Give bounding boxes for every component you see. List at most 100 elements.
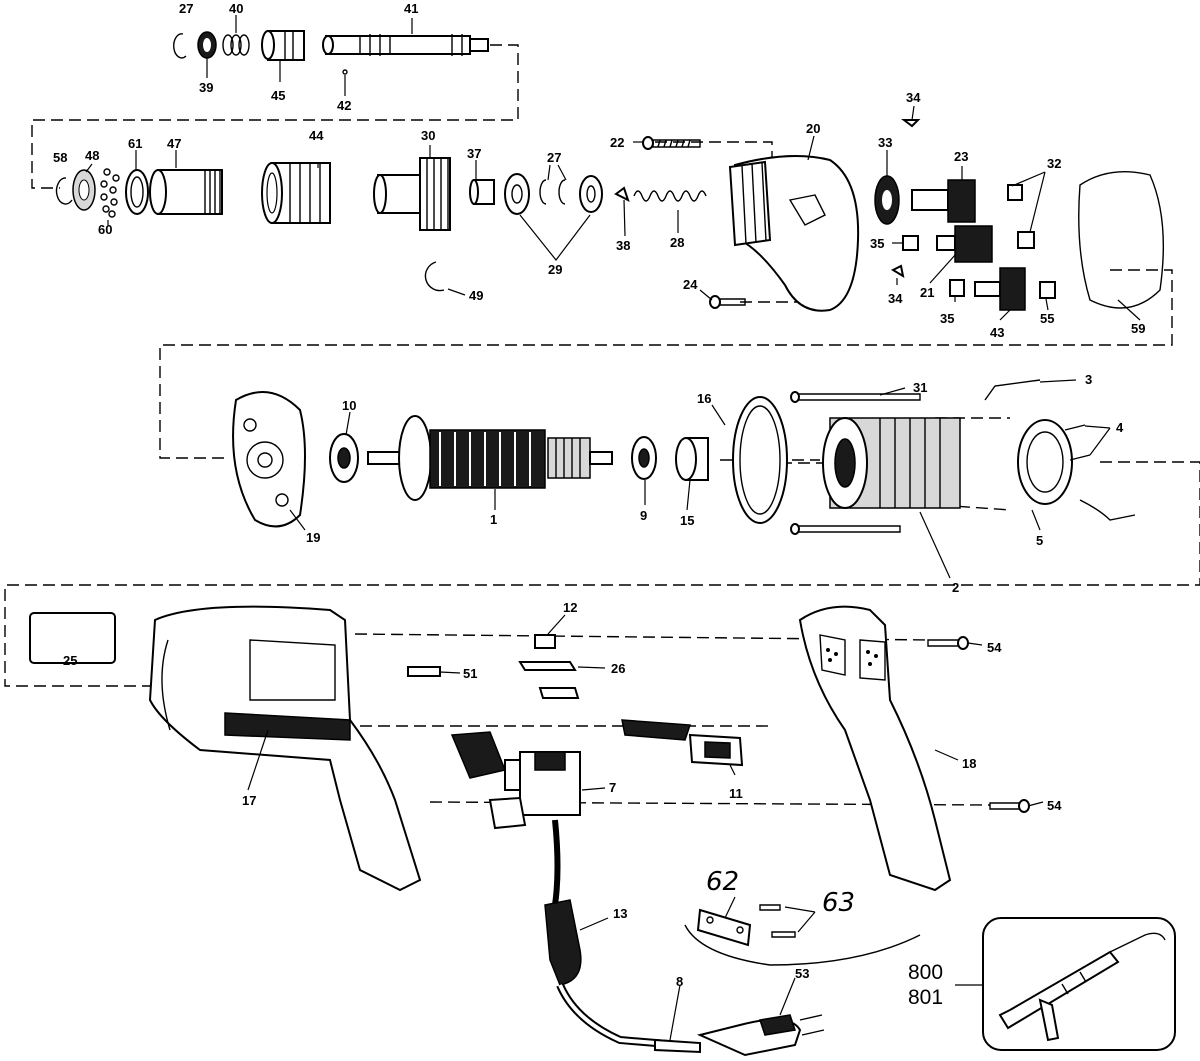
callout-29: 29 [548, 262, 562, 277]
screw-54a [927, 636, 969, 650]
callout-21: 21 [920, 285, 934, 300]
row-housing [29, 605, 1176, 1057]
callout-7: 7 [609, 780, 616, 795]
callout-26: 26 [611, 661, 625, 676]
callout-54b: 54 [1047, 798, 1062, 813]
row-clutch [55, 119, 1165, 312]
springs-40 [222, 34, 250, 56]
gear-23 [911, 179, 976, 223]
callout-33: 33 [878, 135, 892, 150]
callout-59: 59 [1131, 321, 1145, 336]
bearing-9 [631, 436, 657, 480]
retaining-ring-58 [55, 177, 73, 205]
gear-case-20 [728, 155, 860, 312]
screw-54b [989, 799, 1030, 813]
callout-20: 20 [806, 121, 820, 136]
cord-13 [544, 819, 681, 1049]
bushing-45 [261, 30, 305, 61]
callout-61: 61 [128, 136, 142, 151]
callout-41: 41 [404, 1, 418, 16]
gasket-59 [1078, 170, 1165, 309]
clutch-30 [373, 157, 451, 231]
bearings-32 [1007, 184, 1035, 249]
balls-60 [100, 168, 120, 218]
screws-31 [790, 391, 921, 535]
switch-7 [450, 731, 581, 830]
callout-31: 31 [913, 380, 927, 395]
callout-25: 25 [63, 653, 77, 668]
callout-8: 8 [676, 974, 683, 989]
screws-63 [759, 904, 796, 938]
bearing-35 [902, 235, 919, 251]
ring-61 [125, 169, 149, 215]
callout-32: 32 [1047, 156, 1061, 171]
cord-protector-8 [654, 1038, 701, 1054]
callout-42: 42 [337, 98, 351, 113]
callout-44: 44 [309, 128, 324, 143]
lead-5 [1079, 499, 1136, 521]
callout-28: 28 [670, 235, 684, 250]
callout-47: 47 [167, 136, 181, 151]
bearing-10 [329, 433, 359, 483]
callout-60: 60 [98, 222, 112, 237]
callout-15: 15 [680, 513, 694, 528]
callout-58: 58 [53, 150, 67, 165]
end-plate-19 [232, 391, 306, 528]
bearing-33 [874, 175, 900, 225]
callout-9: 9 [640, 508, 647, 523]
switch-link-26b [538, 687, 580, 699]
callout-30: 30 [421, 128, 435, 143]
callout-labels: 27 40 41 39 45 42 58 48 61 47 60 44 30 3… [53, 1, 1145, 1009]
callout-53: 53 [795, 966, 809, 981]
callout-4: 4 [1116, 420, 1124, 435]
callout-39: 39 [199, 80, 213, 95]
gear-21 [936, 225, 993, 263]
bearing-retainer-15 [675, 437, 709, 481]
callout-55: 55 [1040, 311, 1054, 326]
callout-27a: 27 [179, 1, 193, 16]
bearing-35b [949, 279, 965, 297]
callout-34a: 34 [906, 90, 921, 105]
callout-54a: 54 [987, 640, 1002, 655]
spring-28 [633, 190, 707, 202]
callout-37: 37 [467, 146, 481, 161]
row-spindle [173, 30, 489, 75]
callout-62: 62 [706, 867, 739, 897]
callout-38: 38 [616, 238, 630, 253]
spindle-41 [322, 34, 489, 56]
clamp-62 [696, 908, 752, 947]
callout-12: 12 [563, 600, 577, 615]
callout-35b: 35 [940, 311, 954, 326]
callout-2: 2 [952, 580, 959, 595]
callout-40: 40 [229, 1, 243, 16]
screw-34b [890, 264, 905, 279]
callout-10: 10 [342, 398, 356, 413]
retaining-ring-27 [173, 33, 187, 59]
clip-12 [534, 634, 556, 649]
row-motor [232, 379, 1136, 535]
callout-63: 63 [822, 888, 855, 918]
bearing-37 [469, 179, 495, 205]
housing-17 [148, 605, 422, 892]
plug-53 [696, 1014, 825, 1057]
nameplate-25 [29, 612, 116, 664]
callout-45: 45 [271, 88, 285, 103]
callout-17: 17 [242, 793, 256, 808]
callout-19: 19 [306, 530, 320, 545]
callout-49: 49 [469, 288, 483, 303]
collar-48 [72, 169, 96, 211]
baffle-16 [732, 396, 788, 524]
callout-1: 1 [490, 512, 497, 527]
brush-holder-4 [1017, 419, 1091, 505]
ring-49 [424, 261, 445, 292]
callout-16: 16 [697, 391, 711, 406]
screw-24 [709, 295, 746, 309]
accessory-box-800 [982, 917, 1176, 1051]
callout-18: 18 [962, 756, 976, 771]
lead-3 [984, 379, 1041, 401]
callout-22: 22 [610, 135, 624, 150]
bearing-55 [1039, 281, 1056, 299]
handle-18 [798, 605, 952, 892]
